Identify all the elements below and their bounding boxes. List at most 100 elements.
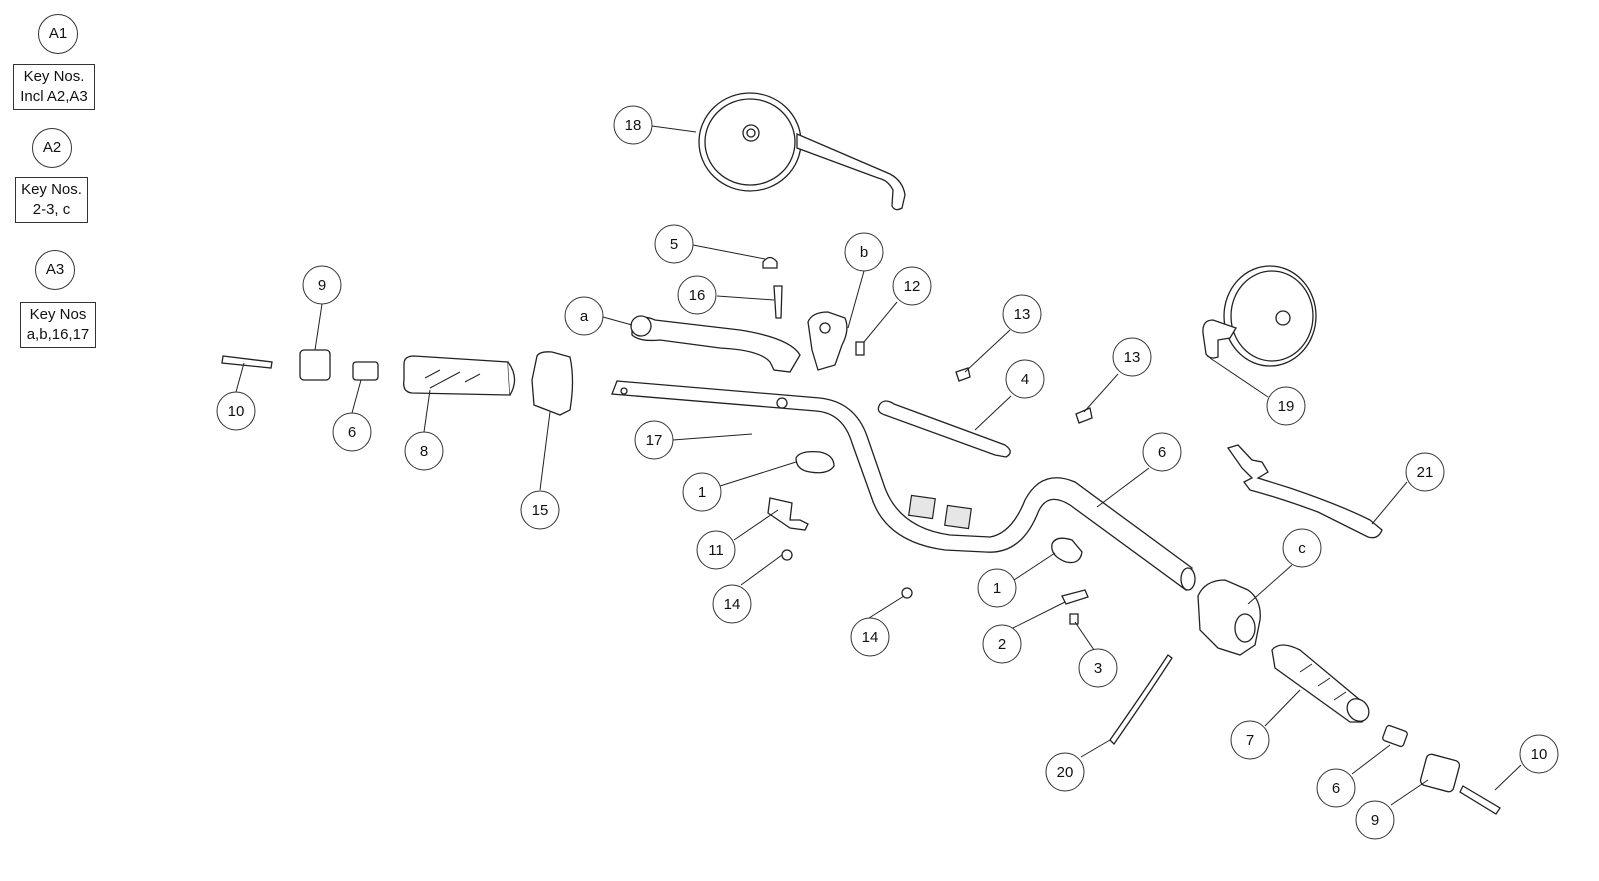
callout-18: 18 — [613, 105, 653, 145]
callout-13-lower: 13 — [1112, 337, 1152, 377]
callout-6-middle: 6 — [1142, 432, 1182, 472]
callout-14-left: 14 — [712, 584, 752, 624]
bar-end-bolt-left-part — [221, 355, 273, 369]
grip-left-part — [403, 355, 516, 396]
callout-11-label: 11 — [708, 542, 724, 559]
handlebar-tube-part — [611, 380, 1196, 592]
assembly-key-box-a3: Key Nos a,b,16,17 — [20, 302, 96, 348]
bolt-13-right-part — [1075, 407, 1093, 424]
clip-part — [1061, 589, 1089, 605]
callout-6-left: 6 — [332, 412, 372, 452]
callout-17-label: 17 — [646, 432, 663, 449]
cross-brace-part — [877, 400, 1011, 458]
callout-19-label: 19 — [1278, 398, 1295, 415]
callout-21: 21 — [1405, 452, 1445, 492]
callout-13-lower-label: 13 — [1124, 349, 1141, 366]
callout-13-upper-label: 13 — [1014, 306, 1031, 323]
small-screw-part — [855, 341, 865, 356]
callout-15-label: 15 — [532, 502, 549, 519]
assembly-key-box-a1: Key Nos. Incl A2,A3 — [13, 64, 95, 110]
callout-12-label: 12 — [904, 278, 921, 295]
callout-11: 11 — [696, 530, 736, 570]
callout-b: b — [844, 232, 884, 272]
clutch-lever-part — [630, 315, 801, 373]
callout-3-label: 3 — [1094, 660, 1102, 677]
callout-9-right-label: 9 — [1371, 812, 1379, 829]
callout-2: 2 — [982, 624, 1022, 664]
clamp-upper-part — [795, 450, 835, 474]
callout-3: 3 — [1078, 648, 1118, 688]
callout-6-right: 6 — [1316, 768, 1356, 808]
throttle-housing-opening — [1234, 613, 1256, 643]
callout-a: a — [564, 296, 604, 336]
callout-14-left-label: 14 — [724, 596, 741, 613]
callout-9-right: 9 — [1355, 800, 1395, 840]
callout-5-label: 5 — [670, 236, 678, 253]
callout-20: 20 — [1045, 752, 1085, 792]
callout-15: 15 — [520, 490, 560, 530]
callout-c: c — [1282, 528, 1322, 568]
callout-c-label: c — [1298, 540, 1306, 557]
callout-19: 19 — [1266, 386, 1306, 426]
assembly-key-a3-line1: Key Nos — [29, 306, 87, 323]
callout-18-label: 18 — [625, 117, 642, 134]
callout-8-label: 8 — [420, 443, 428, 460]
cap-nut-part — [762, 256, 778, 269]
grip-right-part — [1271, 644, 1370, 723]
screw-3-part — [1069, 613, 1079, 625]
callout-8: 8 — [404, 431, 444, 471]
spacer-left-part — [352, 361, 379, 381]
callout-17: 17 — [634, 420, 674, 460]
callout-6-left-label: 6 — [348, 424, 356, 441]
callout-4-label: 4 — [1021, 371, 1029, 388]
pivot-bolt-part — [773, 285, 783, 319]
cable-part — [1109, 654, 1173, 746]
callout-14-right-label: 14 — [862, 629, 879, 646]
callout-10-right-label: 10 — [1531, 746, 1548, 763]
clamp-lower-part — [1051, 537, 1083, 564]
callout-16-label: 16 — [689, 287, 706, 304]
callout-4: 4 — [1005, 359, 1045, 399]
callout-12: 12 — [892, 266, 932, 306]
cap-14-left-part — [781, 549, 793, 561]
brake-lever-part — [1226, 444, 1383, 539]
callout-7: 7 — [1230, 720, 1270, 760]
callout-16: 16 — [677, 275, 717, 315]
callout-b-label: b — [860, 244, 868, 261]
lever-bracket-part — [807, 311, 848, 371]
callout-1-lower: 1 — [977, 568, 1017, 608]
assembly-key-a1-line2: Incl A2,A3 — [20, 88, 88, 105]
lever-bracket-hole — [819, 322, 831, 334]
assembly-callout-a2: A2 — [32, 128, 72, 168]
bar-end-bolt-right-part — [1459, 785, 1501, 815]
assembly-key-a2-line2: 2-3, c — [32, 201, 71, 218]
mirror-left-part — [698, 92, 906, 211]
callout-9-left: 9 — [302, 265, 342, 305]
callout-1-upper: 1 — [682, 472, 722, 512]
callout-13-upper: 13 — [1002, 294, 1042, 334]
assembly-callout-a1: A1 — [38, 14, 78, 54]
cap-14-right-part — [901, 587, 913, 599]
assembly-key-a1-line1: Key Nos. — [23, 68, 85, 85]
leader-lines — [235, 125, 1522, 806]
assembly-key-a2-line1: Key Nos. — [21, 181, 82, 198]
callout-10-left: 10 — [216, 391, 256, 431]
bar-end-weight-left-part — [299, 349, 331, 381]
bar-end-weight-right-part — [1419, 753, 1461, 793]
switch-cube-left-part — [531, 351, 574, 416]
callout-6-right-label: 6 — [1332, 780, 1340, 797]
callout-21-label: 21 — [1417, 464, 1434, 481]
callout-10-left-label: 10 — [228, 403, 245, 420]
callout-2-label: 2 — [998, 636, 1006, 653]
spacer-right-part — [1382, 724, 1408, 748]
callout-5: 5 — [654, 224, 694, 264]
callout-1-lower-label: 1 — [993, 580, 1001, 597]
callout-6-middle-label: 6 — [1158, 444, 1166, 461]
callout-a-label: a — [580, 308, 589, 325]
switch-part — [767, 497, 809, 531]
callout-20-label: 20 — [1057, 764, 1074, 781]
callout-1-upper-label: 1 — [698, 484, 706, 501]
assembly-key-a3-line2: a,b,16,17 — [26, 326, 90, 343]
assembly-key-box-a2: Key Nos. 2-3, c — [15, 177, 88, 223]
